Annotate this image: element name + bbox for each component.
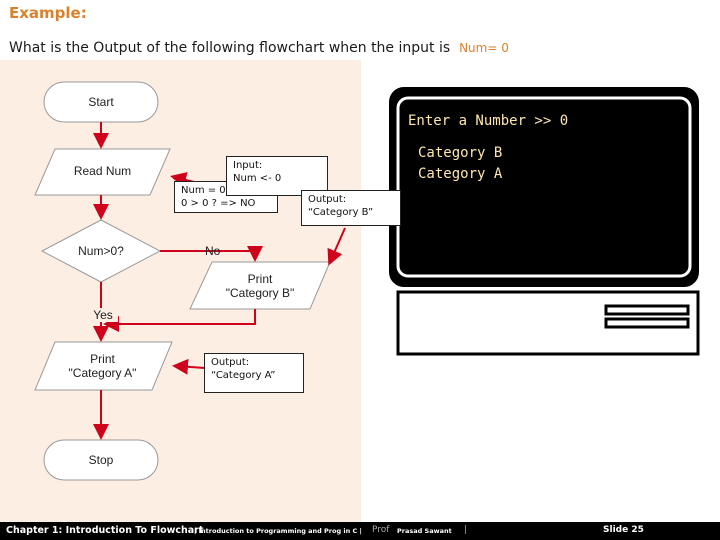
question-main: What is the Output of the following flow… — [9, 40, 451, 56]
terminal-prompt: Enter a Number >> 0 — [408, 113, 569, 129]
input-value: Num <- 0 — [233, 173, 282, 184]
print-a-line1: Print — [90, 352, 115, 366]
input-highlight: Num= 0 — [459, 41, 509, 55]
decision-label: Num>0? — [78, 244, 124, 258]
output-b-title: Output: — [308, 194, 347, 205]
terminal-line2: Category A — [418, 166, 503, 182]
drive-slot-2 — [604, 317, 690, 329]
eval-line2: 0 > 0 ? => NO — [181, 198, 256, 209]
read-parallelogram — [34, 148, 171, 196]
arrow-callout-print-a — [172, 358, 206, 375]
output-b-callout: Output: “Category B” — [301, 190, 401, 226]
print-a-line2: "Category A" — [68, 366, 137, 380]
footer-name: Prasad Sawant — [397, 527, 452, 535]
print-b-parallelogram — [189, 261, 331, 310]
slide-heading: Example: — [9, 4, 87, 22]
start-label: Start — [88, 95, 114, 109]
slide-footer: Chapter 1: Introduction To Flowchart | I… — [0, 522, 720, 540]
no-label: No — [205, 244, 221, 258]
input-title: Input: — [233, 160, 263, 171]
terminal-line1: Category B — [418, 145, 503, 161]
stop-terminal — [43, 439, 159, 481]
read-label: Read Num — [73, 164, 132, 178]
print-b-text: Print "Category B" — [195, 272, 325, 300]
output-a-callout: Output: “Category A” — [204, 353, 304, 393]
output-b-value: “Category B” — [308, 207, 374, 218]
arrow-no-branch — [160, 246, 263, 262]
footer-chapter: Chapter 1: Introduction To Flowchart — [6, 525, 204, 536]
arrow-b-to-a — [103, 309, 256, 332]
print-a-text: Print "Category A" — [40, 352, 165, 380]
question-text: What is the Output of the following flow… — [9, 40, 509, 56]
input-callout: Input: Num <- 0 — [226, 156, 328, 196]
footer-course: | Introduction to Programming and Prog i… — [194, 527, 362, 535]
print-b-line1: Print — [247, 272, 273, 286]
output-a-title: Output: — [211, 357, 250, 368]
arrow-callout-print-b — [327, 227, 346, 266]
output-a-value: “Category A” — [211, 370, 276, 381]
yes-label: Yes — [88, 308, 118, 322]
print-b-line2: "Category B" — [225, 286, 295, 300]
stop-label: Stop — [88, 453, 114, 467]
print-a-parallelogram — [34, 341, 173, 391]
monitor-screen — [396, 96, 692, 278]
footer-prof: Prof — [372, 525, 390, 535]
footer-slide-number: Slide 25 — [603, 525, 644, 535]
footer-sep: | — [464, 525, 468, 535]
drive-slot-1 — [604, 304, 690, 316]
eval-line1: Num = 0 — [181, 185, 226, 196]
